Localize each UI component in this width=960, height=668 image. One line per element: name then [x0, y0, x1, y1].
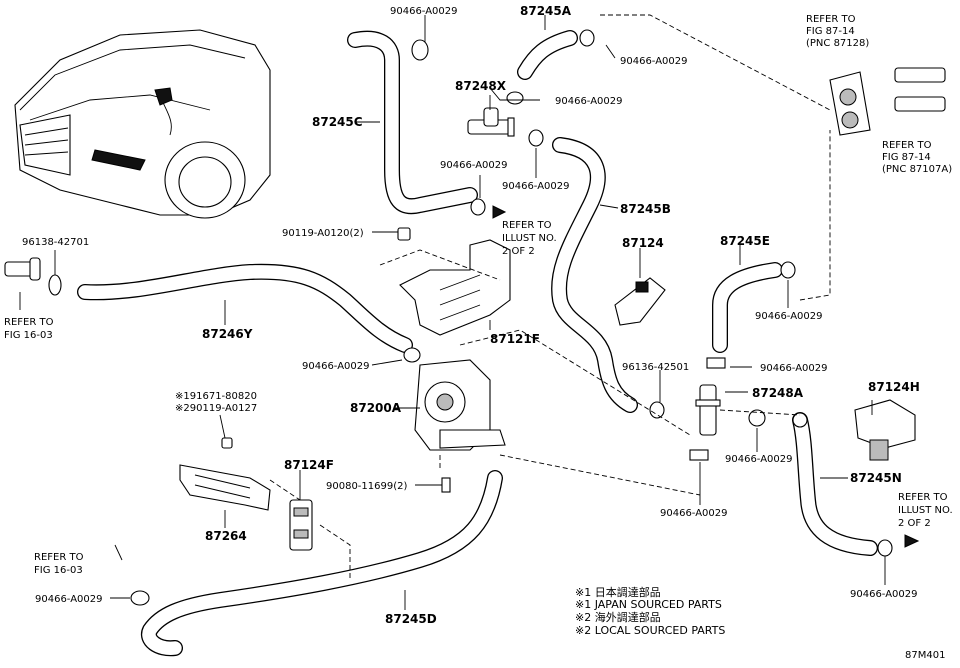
sensor-87124[interactable]	[614, 277, 666, 326]
ref1-line1[interactable]: REFER TO	[806, 14, 856, 25]
label-bolt-290119[interactable]: ※290119-A0127	[175, 403, 257, 414]
clip-labels: 90466-A0029 90466-A0029 90466-A0029 9046…	[35, 6, 918, 605]
arrow-right-icon	[492, 205, 507, 219]
label-clip-87248a[interactable]: 90466-A0029	[725, 454, 793, 465]
label-87245a[interactable]: 87245A	[520, 4, 572, 18]
arrow-right-icon-2	[904, 534, 920, 548]
label-clip-top-left[interactable]: 90466-A0029	[390, 6, 458, 17]
label-bolt-90080[interactable]: 90080-11699(2)	[326, 481, 407, 492]
grommet-87128	[829, 67, 946, 136]
clip-lower-icon[interactable]	[689, 449, 709, 461]
clip-87248x-icon[interactable]	[506, 91, 524, 105]
label-87124[interactable]: 87124	[622, 236, 664, 250]
clip-below-87248x-icon[interactable]	[528, 129, 544, 147]
hose-87245d[interactable]	[141, 470, 503, 657]
label-87245c[interactable]: 87245C	[312, 115, 363, 129]
water-pump-87200a[interactable]	[414, 359, 506, 493]
hose-87245a[interactable]	[517, 30, 578, 80]
label-87264[interactable]: 87264	[205, 529, 247, 543]
label-bolt-90119[interactable]: 90119-A0120(2)	[282, 228, 364, 239]
label-clip-bottom-right[interactable]: 90466-A0029	[850, 589, 918, 600]
clip-top-left-icon[interactable]	[411, 39, 429, 61]
label-87124f[interactable]: 87124F	[284, 458, 334, 472]
dashed-reference-lines	[269, 14, 831, 580]
label-87245e[interactable]: 87245E	[720, 234, 770, 248]
figure-code: 87M401	[905, 650, 945, 661]
bolt-labels: 90119-A0120(2) 96138-42701 96136-42501 9…	[22, 228, 689, 492]
label-clip-pump-right[interactable]: 90466-A0029	[760, 363, 828, 374]
clip-pump-icon[interactable]	[403, 347, 421, 363]
clip-bottom-right-icon[interactable]	[877, 539, 893, 557]
clip-87245e-icon[interactable]	[780, 261, 796, 279]
label-clip-pump[interactable]: 90466-A0029	[302, 361, 370, 372]
footnote-2: ※1 JAPAN SOURCED PARTS	[575, 598, 722, 611]
clip-bottom-left-icon[interactable]	[130, 590, 150, 606]
clip-top-right-icon[interactable]	[579, 29, 595, 47]
pipe-left-stub	[4, 257, 41, 281]
label-87248x[interactable]: 87248X	[455, 79, 507, 93]
ref1-line3[interactable]: (PNC 87128)	[806, 38, 869, 49]
clip-pump-right-icon[interactable]	[649, 401, 665, 419]
leader-lines	[19, 15, 886, 610]
joint-87248a[interactable]	[689, 357, 726, 461]
label-clip-bottom-mid[interactable]: 90466-A0029	[660, 508, 728, 519]
hose-87245b[interactable]	[551, 137, 638, 413]
label-bolt-191671[interactable]: ※191671-80820	[175, 391, 257, 402]
label-87121f[interactable]: 87121F	[490, 332, 540, 346]
hose-87245e[interactable]	[712, 262, 783, 353]
label-bolt-96138[interactable]: 96138-42701	[22, 237, 89, 248]
hose-87245c[interactable]	[347, 30, 478, 215]
hose-87246y[interactable]	[77, 263, 413, 353]
label-87245d[interactable]: 87245D	[385, 612, 437, 626]
clip-upper-96136-icon[interactable]	[706, 357, 726, 369]
ref6-line3[interactable]: 2 OF 2	[898, 518, 931, 529]
reference-labels: REFER TO FIG 87-14 (PNC 87128) REFER TO …	[4, 14, 953, 576]
label-87248a[interactable]: 87248A	[752, 386, 804, 400]
clip-left-icon[interactable]	[470, 198, 486, 216]
footnote-1: ※1 日本調達部品	[575, 585, 661, 599]
label-bolt-96136[interactable]: 96136-42501	[622, 362, 689, 373]
clip-87248a-icon[interactable]	[748, 409, 766, 427]
label-87245b[interactable]: 87245B	[620, 202, 671, 216]
label-87124h[interactable]: 87124H	[868, 380, 920, 394]
hose-87245n[interactable]	[792, 412, 878, 556]
ref2-line3[interactable]: (PNC 87107A)	[882, 164, 952, 175]
label-87246y[interactable]: 87246Y	[202, 327, 253, 341]
ref5-line1[interactable]: REFER TO	[34, 552, 84, 563]
label-87200a[interactable]: 87200A	[350, 401, 402, 415]
arrow-group	[492, 205, 920, 548]
label-clip-top-right[interactable]: 90466-A0029	[620, 56, 688, 67]
bracket-87264[interactable]	[179, 437, 271, 511]
ref4-line1[interactable]: REFER TO	[4, 317, 54, 328]
part-labels: 87245A 87245C 87248X 87245B 87124 87245E…	[202, 4, 920, 626]
ref3-line1[interactable]: REFER TO	[502, 220, 552, 231]
ref3-line2[interactable]: ILLUST NO.	[502, 233, 557, 244]
footnote-4: ※2 LOCAL SOURCED PARTS	[575, 624, 725, 637]
ref2-line1[interactable]: REFER TO	[882, 140, 932, 151]
label-clip-87245e[interactable]: 90466-A0029	[755, 311, 823, 322]
sensor-87124h[interactable]	[792, 399, 916, 461]
ref6-line2[interactable]: ILLUST NO.	[898, 505, 953, 516]
footnote-3: ※2 海外調達部品	[575, 610, 661, 624]
joint-87248x[interactable]	[467, 107, 515, 137]
clip-96138-icon[interactable]	[48, 274, 62, 296]
clip-group	[48, 29, 893, 606]
label-87245n[interactable]: 87245N	[850, 471, 902, 485]
ref5-line2[interactable]: FIG 16-03	[34, 565, 83, 576]
vehicle-front-illustration	[14, 29, 271, 219]
bracket-87121f[interactable]	[397, 227, 511, 336]
label-clip-below-87248x[interactable]: 90466-A0029	[502, 181, 570, 192]
sensor-87124f[interactable]	[289, 499, 313, 551]
label-clip-left-87248x[interactable]: 90466-A0029	[440, 160, 508, 171]
ref2-line2[interactable]: FIG 87-14	[882, 152, 931, 163]
ref6-line1[interactable]: REFER TO	[898, 492, 948, 503]
footnotes: ※1 日本調達部品 ※1 JAPAN SOURCED PARTS ※2 海外調達…	[575, 585, 725, 637]
label-clip-bottom-left[interactable]: 90466-A0029	[35, 594, 103, 605]
label-clip-87248x[interactable]: 90466-A0029	[555, 96, 623, 107]
ref4-line2[interactable]: FIG 16-03	[4, 330, 53, 341]
ref1-line2[interactable]: FIG 87-14	[806, 26, 855, 37]
ref3-line3[interactable]: 2 OF 2	[502, 246, 535, 257]
